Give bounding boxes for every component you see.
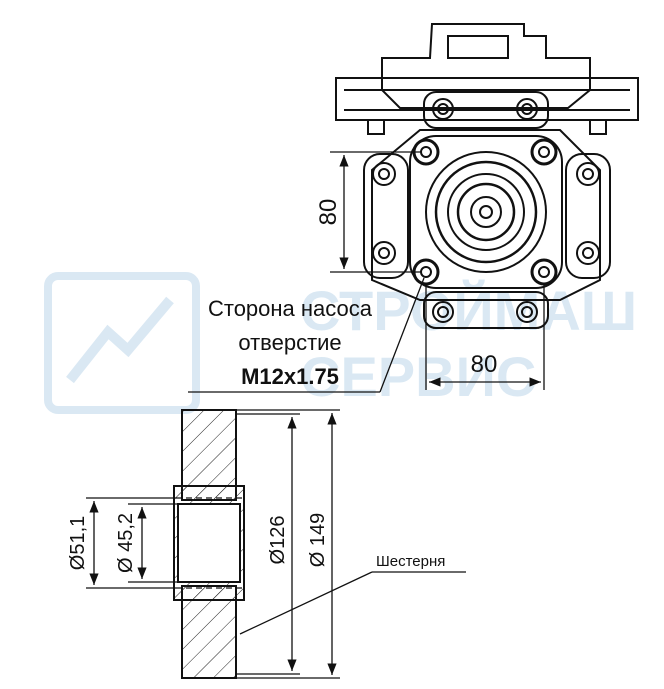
callout-line1: Сторона насоса <box>208 296 373 321</box>
bolt-hole <box>372 162 396 186</box>
shaft <box>456 182 516 242</box>
gear-leader <box>239 571 466 635</box>
dim-d511-label: Ø51,1 <box>67 516 89 570</box>
pump-hole-inner <box>538 146 550 158</box>
bolt-hole-inner <box>437 103 449 115</box>
pump-hole-inner <box>538 266 550 278</box>
dim-d511 <box>86 497 176 589</box>
callout-leader <box>188 277 425 393</box>
dim-d149-label: Ø 149 <box>307 513 329 567</box>
bolt-hole <box>432 301 454 323</box>
bolt-hole <box>372 241 396 265</box>
bottom-ear <box>423 291 549 329</box>
pump-main-body <box>371 129 601 301</box>
dim-d126 <box>236 413 300 675</box>
bolt-hole-inner <box>582 168 594 180</box>
bore-ring <box>434 160 538 264</box>
top-ear <box>423 91 549 129</box>
dim-vertical-80 <box>330 151 420 273</box>
shaft-inner <box>470 196 502 228</box>
gear-label: Шестерня <box>376 553 445 570</box>
leader-line <box>239 571 373 635</box>
gear-section-view <box>173 409 245 679</box>
dim-vertical-label: 80 <box>315 199 342 226</box>
dim-horizontal-80 <box>425 284 545 390</box>
watermark-logo-mark <box>66 296 174 384</box>
bolt-hole-inner <box>521 306 533 318</box>
pump-side-flange <box>409 135 563 289</box>
leader-line <box>379 277 425 393</box>
stud-left <box>367 119 385 135</box>
dim-d452-label: Ø 45,2 <box>115 513 137 573</box>
bolt-hole-inner <box>437 306 449 318</box>
pump-hole-inner <box>420 266 432 278</box>
pump-hole-inner <box>420 146 432 158</box>
bolt-hole-inner <box>378 168 390 180</box>
dim-d149 <box>236 409 340 679</box>
bolt-hole <box>576 162 600 186</box>
pump-hole <box>530 138 558 166</box>
side-lug-left <box>363 153 409 279</box>
bolt-hole-inner <box>521 103 533 115</box>
bolt-hole <box>516 301 538 323</box>
pump-flange-bar <box>335 77 639 121</box>
side-lug-right <box>565 153 611 279</box>
bolt-hole <box>516 98 538 120</box>
gear-rim-lower <box>181 585 237 679</box>
dim-d126-label: Ø126 <box>267 516 289 565</box>
watermark-frame <box>44 272 200 414</box>
bolt-hole <box>576 241 600 265</box>
dim-horizontal-label: 80 <box>471 351 498 378</box>
stud-right <box>589 119 607 135</box>
bolt-hole-inner <box>582 247 594 259</box>
callout-line3: M12x1.75 <box>241 364 339 389</box>
watermark-line2: СЕРВИС <box>300 345 536 408</box>
pump-top-boss <box>447 35 509 59</box>
bolt-hole <box>432 98 454 120</box>
bore-outer <box>425 151 547 273</box>
dim-d452 <box>128 503 178 583</box>
shaft-center <box>479 205 493 219</box>
bolt-hole-inner <box>378 247 390 259</box>
gear-bore <box>177 503 241 583</box>
spline-ring <box>447 173 525 251</box>
callout-line2: отверстие <box>238 330 341 355</box>
